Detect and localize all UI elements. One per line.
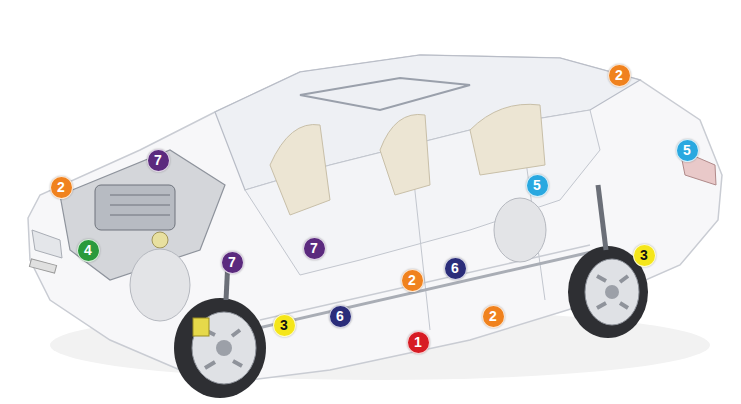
- seat: [270, 125, 330, 216]
- engine-block: [95, 185, 175, 230]
- far-wheel: [130, 249, 190, 321]
- spokes: [205, 330, 242, 368]
- callout-number: 5: [533, 178, 541, 192]
- callout-number: 3: [280, 318, 288, 332]
- seat: [380, 114, 430, 195]
- callout-number: 2: [57, 180, 65, 194]
- callout-number: 2: [615, 68, 623, 82]
- callout-circle: 2: [608, 64, 631, 87]
- callout-circle: 1: [407, 331, 430, 354]
- sunroof: [300, 78, 470, 110]
- callout-circle: 7: [147, 149, 170, 172]
- engine-detail: [110, 195, 170, 215]
- callout-number: 3: [640, 248, 648, 262]
- car-body: [28, 55, 722, 380]
- front-rim: [192, 312, 256, 384]
- engine-part: [152, 232, 168, 248]
- brake-caliper: [193, 318, 209, 336]
- callout-circle: 6: [444, 257, 467, 280]
- hub: [605, 285, 619, 299]
- callout-number: 7: [310, 241, 318, 255]
- callout-number: 6: [451, 261, 459, 275]
- callout-circle: 5: [676, 139, 699, 162]
- callout-circle: 3: [633, 244, 656, 267]
- callout-circle: 7: [303, 237, 326, 260]
- front-tyre: [174, 298, 266, 398]
- far-wheel: [494, 198, 546, 262]
- callout-circle: 2: [482, 305, 505, 328]
- callout-circle: 2: [50, 176, 73, 199]
- callout-circle: 3: [273, 314, 296, 337]
- callout-circle: 6: [329, 305, 352, 328]
- callout-number: 1: [414, 335, 422, 349]
- plate: [29, 259, 56, 273]
- sill: [250, 250, 600, 330]
- callout-number: 7: [154, 153, 162, 167]
- callout-number: 4: [84, 243, 92, 257]
- callout-circle: 5: [526, 174, 549, 197]
- side-windows: [245, 110, 600, 275]
- callout-number: 2: [408, 273, 416, 287]
- callout-number: 2: [489, 309, 497, 323]
- rear-shock: [598, 185, 606, 250]
- spokes: [597, 276, 628, 308]
- callout-number: 7: [228, 255, 236, 269]
- callout-circle: 4: [77, 239, 100, 262]
- callout-number: 6: [336, 309, 344, 323]
- hub: [216, 340, 232, 356]
- rear-rim: [585, 259, 639, 325]
- callout-number: 5: [683, 143, 691, 157]
- callout-circle: 7: [221, 251, 244, 274]
- headlight: [32, 230, 62, 258]
- callout-circle: 2: [401, 269, 424, 292]
- rear-seat: [470, 104, 545, 175]
